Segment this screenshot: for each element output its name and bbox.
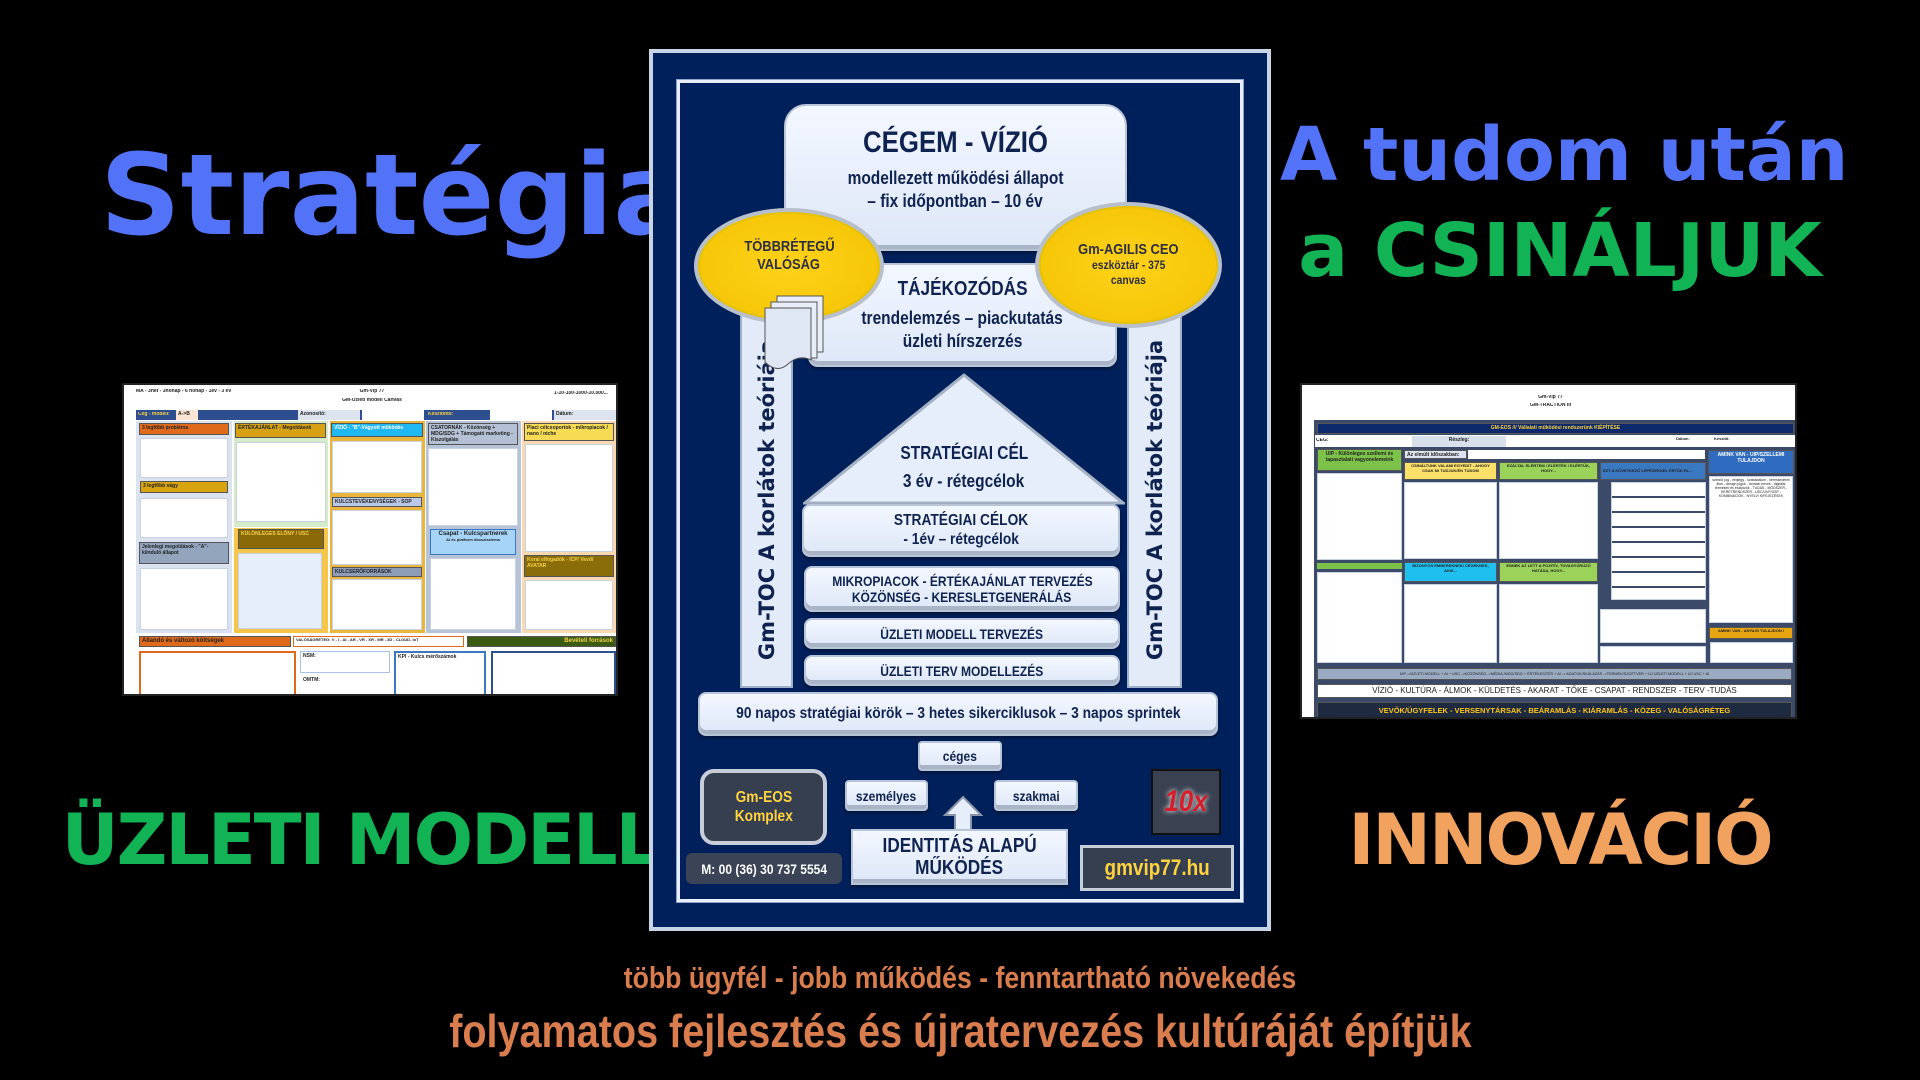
business-plan-box: ÜZLETI TERV MODELLEZÉS — [804, 655, 1120, 686]
tenx-badge: 10x — [1151, 769, 1221, 835]
cycles-bar: 90 napos stratégiai körök – 3 hetes sike… — [698, 692, 1218, 736]
problems-header: 3 legfőbb probléma — [139, 423, 229, 435]
innovation-heading: INNOVÁCIÓ — [1348, 799, 1773, 881]
ip-header: AMINK VAN - UIP/SZELLEMI TULAJDON — [1708, 450, 1794, 474]
nsm-field: NSM: — [300, 651, 390, 673]
after-knowing-heading: A tudom után — [1280, 112, 1849, 198]
environment-bar: VEVŐK/ÜGYFELEK - VERSENYTÁRSAK - BEÁRAML… — [1317, 702, 1792, 717]
footer-tagline: több ügyfél - jobb működés - fenntarthat… — [623, 960, 1297, 995]
canvas-brand: Gm-Vip 77 — [359, 389, 385, 394]
phone-label: M: 00 (36) 30 737 5554 — [686, 853, 842, 884]
date-label: Dátum: — [1676, 437, 1690, 441]
personal-tag: személyes — [845, 780, 928, 811]
value-proposition-header: ÉRTÉKAJÁNLAT - Megoldások — [235, 423, 326, 438]
effect-header: ENNEK AZ LETT A POZITÍV, TOVAGYŰRŰZŐ HAT… — [1499, 562, 1598, 582]
business-model-box: ÜZLETI MODELL TERVEZÉS — [804, 618, 1120, 649]
professional-tag: szakmai — [994, 780, 1078, 811]
segments-header: Piaci célcsoportok - mikropiacok / nano … — [524, 423, 614, 441]
we-do-heading: a CSINÁLJUK — [1298, 208, 1822, 294]
canvas-info-row: Cég - modell: A->B Azonosító: Készítette… — [136, 410, 616, 420]
vision-header: VÍZIÓ - "B"-Vágyott működés — [331, 423, 423, 437]
traction-canvas-thumbnail: Gm-Vip 77 GM-TRACTION III GM-EOS /// Vál… — [1300, 383, 1797, 719]
company-label: CÉG: — [1316, 438, 1329, 443]
canvas-timeline: MA - 3hét - 3hónap - 6 hónap - 1év - 3 é… — [136, 389, 232, 394]
strategic-goal-title: STRATÉGIAI CÉL — [900, 443, 1028, 463]
traction-banner: GM-EOS /// Vállalati működési rendszerün… — [1317, 423, 1794, 434]
ip-description: szerzői jog - védjegy - szabadalom - ker… — [1712, 478, 1790, 499]
toc-pillar-left: Gm-TOC A korlátok teóriája — [740, 312, 793, 688]
team-sub: AI és platform ökoszisztéma — [446, 537, 500, 543]
up-arrow-icon — [943, 795, 983, 833]
strategy-heading: Stratégia — [100, 131, 689, 261]
resources-header: KULCSERŐFORRÁSOK — [332, 567, 422, 577]
author-label: Készítő: — [1714, 437, 1730, 441]
toc-pillar-right: Gm-TOC A korlátok teóriája — [1127, 312, 1182, 688]
dept-label: Részleg: — [1412, 436, 1506, 447]
kpi-field: KPI - Kulcs mérőszámok — [394, 651, 486, 694]
canvas-scale: 1-10-100-1000-10.000... — [554, 391, 608, 396]
revenue-header: Bevételi források — [467, 636, 616, 647]
desires-header: 3 legfőbb vágy — [140, 481, 228, 493]
steps-header: EZT A KÖVETKEZŐ LÉPÉSEKKEL ÉRTÜK EL... — [1600, 462, 1706, 480]
channels-header: CSATORNÁK - Közönség + MDG/SDG + Támogat… — [428, 423, 518, 445]
date-label: Dátum: — [554, 410, 616, 420]
business-model-canvas-thumbnail: MA - 3hét - 3hónap - 6 hónap - 1év - 3 é… — [122, 383, 618, 696]
company-tag: céges — [918, 741, 1002, 771]
strategic-goal-sub: 3 év - rétegcélok — [903, 471, 1025, 491]
documents-icon — [764, 295, 824, 369]
panel-inner-frame — [676, 79, 1244, 903]
company-label: Cég - modell: — [138, 412, 170, 417]
id-label: Azonosító: — [298, 410, 360, 420]
reality-layer-header: VALÓSÁGRÉTEG: V - I - AI - AR - VR - XR … — [293, 636, 464, 647]
period-label: Az elmúlt időszakban: — [1404, 450, 1467, 459]
footer-slogan: folyamatos fejlesztés és újratervezés ku… — [448, 1005, 1472, 1057]
traction-brand: Gm-Vip 77 — [1538, 395, 1563, 400]
business-model-heading: ÜZLETI MODELL — [61, 799, 660, 881]
ab-label: A->B — [176, 410, 198, 420]
activities-header: KULCSTEVÉKENYSÉGEK - SOP — [332, 497, 422, 507]
made-label: Készítette: — [428, 412, 454, 417]
strategic-goal-triangle — [803, 373, 1125, 505]
people-header: BIZONYOS EMBEREKNEK/ CÉGEKNEK, AKIK... — [1404, 562, 1497, 582]
values-bar: VÍZIÓ - KULTÚRA - ÁLMOK - KÜLDETÉS - AKA… — [1317, 684, 1792, 698]
flow-bar: UIP ->ÜZLETI MODELL + AI + USC ->KÖZÖNSÉ… — [1317, 668, 1792, 680]
costs-header: Állandó és változó költségek — [139, 636, 291, 647]
current-solutions-header: Jelenlegi megoldások - "A"- kiinduló áll… — [139, 542, 229, 564]
team-title: Csapat - Kulcspartnerek — [438, 531, 508, 537]
traction-title: GM-TRACTION III — [1529, 403, 1572, 408]
uip-header: UIP - Különleges szellemi és tapasztalat… — [1317, 449, 1402, 471]
omtm-field: OMTM: — [300, 675, 390, 694]
usc-header: KÜLÖNLEGES ELŐNY / USC — [238, 529, 324, 549]
team-header: Csapat - Kulcspartnerek AI és platform ö… — [430, 529, 516, 555]
strategic-goals-box: STRATÉGIAI CÉLOK- 1év – rétegcélok — [802, 504, 1120, 557]
early-adopters-header: Korai elfogadók - ICP/ Vevői AVATAR — [524, 555, 614, 577]
strategy-diagram-panel: Gm-TOC A korlátok teóriája Gm-TOC A korl… — [649, 49, 1271, 931]
material-header: AMINK VAN - ANYAGI TULAJDON / — [1709, 627, 1793, 639]
achieved-header: EZÁLTAL ELÉRTEM / ELÉRTÉK / ELÉRTÜK, HOG… — [1499, 462, 1598, 480]
website-link[interactable]: gmvip77.hu — [1080, 845, 1234, 891]
did-header: CSINÁLTUNK VALAMI EGYEDIT - AHOGY CSAK M… — [1404, 462, 1497, 480]
canvas-title: GM-Üzleti modell Canvas — [342, 398, 402, 403]
